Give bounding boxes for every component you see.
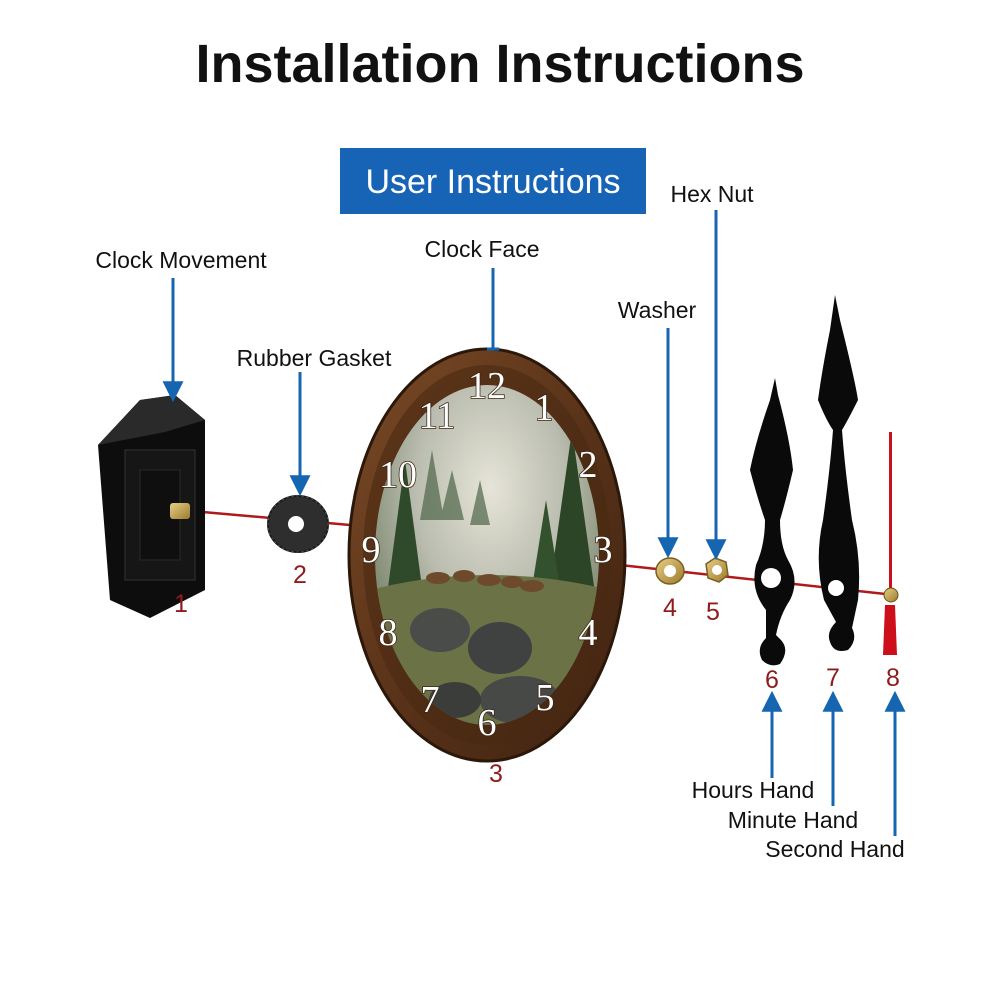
clock-movement-label: Clock Movement <box>95 247 267 273</box>
washer-part <box>656 558 684 584</box>
movement-shaft <box>170 503 190 519</box>
second-hand-label: Second Hand <box>765 836 904 862</box>
dial-numeral-10: 10 <box>379 454 417 496</box>
part-number-7: 7 <box>826 664 840 692</box>
rubber-gasket-label: Rubber Gasket <box>237 345 392 371</box>
part-number-2: 2 <box>293 561 307 589</box>
page-title: Installation Instructions <box>195 34 804 94</box>
washer-label: Washer <box>618 297 697 323</box>
part-number-1: 1 <box>174 590 188 618</box>
dial-numeral-1: 1 <box>535 387 554 429</box>
minute-hand-label: Minute Hand <box>728 807 858 833</box>
dial-numeral-6: 6 <box>478 702 497 744</box>
second-hand-part <box>883 432 898 655</box>
part-number-5: 5 <box>706 598 720 626</box>
hours-hand-label: Hours Hand <box>692 777 815 803</box>
clock-face-label: Clock Face <box>424 236 539 262</box>
rubber-gasket-part <box>268 496 328 552</box>
dial-numeral-12: 12 <box>468 365 506 407</box>
user-instructions-label: User Instructions <box>365 163 620 201</box>
dial-numeral-4: 4 <box>579 612 598 654</box>
dial-numeral-2: 2 <box>579 444 598 486</box>
dial-numeral-5: 5 <box>536 677 555 719</box>
dial-numeral-8: 8 <box>379 612 398 654</box>
minute-hand-part <box>818 295 859 651</box>
dial-numeral-3: 3 <box>594 529 613 571</box>
clock-movement-part <box>98 395 205 618</box>
hours-hand-part <box>750 378 795 665</box>
part-number-3: 3 <box>489 760 503 788</box>
dial-numeral-9: 9 <box>362 529 381 571</box>
dial-numeral-7: 7 <box>421 679 440 721</box>
hex-nut-label: Hex Nut <box>670 181 754 207</box>
part-number-6: 6 <box>765 666 779 694</box>
dial-numeral-11: 11 <box>419 395 456 437</box>
part-number-4: 4 <box>663 594 677 622</box>
part-number-8: 8 <box>886 664 900 692</box>
clock-face-part: 12 1 2 3 4 5 6 7 8 9 10 11 <box>349 349 625 761</box>
hex-nut-part <box>706 558 728 582</box>
